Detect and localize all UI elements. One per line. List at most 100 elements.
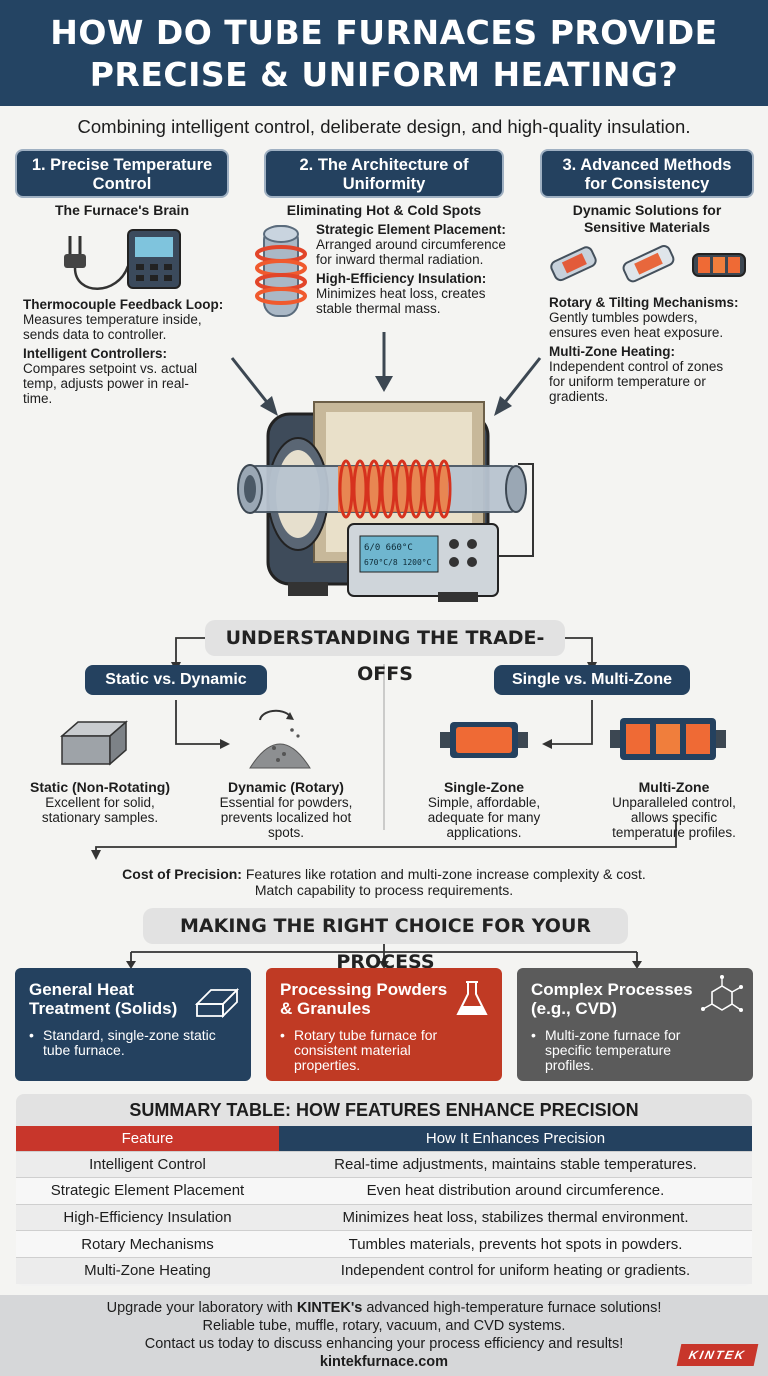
card-powders: Processing Powders & Granules Rotary tub… <box>266 968 502 1081</box>
column-2-title-line-1: 2. The Architecture of <box>299 156 469 174</box>
column-2-title: 2. The Architecture of Uniformity <box>264 149 504 198</box>
summary-title: SUMMARY TABLE: HOW FEATURES ENHANCE PREC… <box>16 1094 752 1126</box>
card-general-heat-title-2: Treatment (Solids) <box>29 999 178 1018</box>
flask-icon <box>456 981 488 1015</box>
option-dynamic-line-2: prevents localized hot <box>220 810 352 825</box>
controllers-text-2: temp, adjusts power in real- <box>23 376 189 391</box>
table-cell: Independent control for uniform heating … <box>279 1256 752 1284</box>
column-2-subtitle: Eliminating Hot & Cold Spots <box>286 202 482 218</box>
column-1-title-line-2: Control <box>92 175 152 193</box>
column-2-title-line-2: Uniformity <box>342 175 426 193</box>
summary-header-precision: How It Enhances Precision <box>279 1126 752 1151</box>
rotary-text-1: Gently tumbles powders, <box>549 310 698 325</box>
column-2-text: Strategic Element Placement: Arranged ar… <box>316 222 536 316</box>
option-single-zone-line-2: adequate for many <box>427 810 541 825</box>
option-single-zone: Single-Zone Simple, affordable, adequate… <box>394 779 574 840</box>
card-complex-title-1: Complex Processes <box>531 980 693 999</box>
pointer-arrows <box>230 332 542 416</box>
table-cell: Intelligent Control <box>16 1150 279 1178</box>
footer: Upgrade your laboratory with KINTEK's ad… <box>0 1295 768 1376</box>
controller-plug-icon <box>64 229 181 290</box>
card-general-heat-line-1: Standard, single-zone static <box>43 1027 216 1043</box>
footer-line-2: Reliable tube, muffle, rotary, vacuum, a… <box>202 1318 566 1334</box>
insulation-text-1: Minimizes heat loss, creates <box>316 286 486 301</box>
controllers-label: Intelligent Controllers: <box>23 346 168 361</box>
thermocouple-text-1: Measures temperature inside, <box>23 312 202 327</box>
molecule-icon <box>701 975 743 1012</box>
powder-pile-icon <box>249 709 311 769</box>
option-multi-zone-line-2: allows specific <box>630 810 718 825</box>
tradeoff-connectors <box>91 637 677 860</box>
option-multi-zone-line-1: Unparalleled control, <box>612 795 736 810</box>
option-single-zone-line-3: applications. <box>446 825 522 840</box>
summary-header-feature: Feature <box>16 1126 279 1151</box>
option-dynamic-line-3: spots. <box>267 825 305 840</box>
insulation-text-2: stable thermal mass. <box>316 301 441 316</box>
card-general-heat-title-1: General Heat <box>29 980 134 999</box>
table-cell: Minimizes heat loss, stabilizes thermal … <box>279 1203 752 1231</box>
option-static-line-2: stationary samples. <box>41 810 159 825</box>
controllers-text-1: Compares setpoint vs. actual <box>23 361 198 376</box>
option-multi-zone-title: Multi-Zone <box>638 779 710 795</box>
column-3-subtitle: Dynamic Solutions for Sensitive Material… <box>540 202 754 236</box>
option-single-zone-line-1: Simple, affordable, <box>427 795 541 810</box>
footer-line-1c: advanced high-temperature furnace soluti… <box>362 1300 662 1316</box>
single-vs-multizone-pill: Single vs. Multi-Zone <box>494 665 690 695</box>
column-3-title-line-1: 3. Advanced Methods <box>562 156 732 174</box>
table-cell: Strategic Element Placement <box>16 1177 279 1205</box>
choice-title: MAKING THE RIGHT CHOICE FOR YOUR PROCESS <box>143 908 628 973</box>
table-cell: Real-time adjustments, maintains stable … <box>279 1150 752 1178</box>
column-3-title: 3. Advanced Methods for Consistency <box>540 149 754 198</box>
card-general-heat: General Heat Treatment (Solids) Standard… <box>15 968 251 1081</box>
card-powders-line-2: consistent material <box>294 1042 411 1058</box>
footer-line-1a: Upgrade your laboratory with <box>106 1300 297 1316</box>
controllers-text-3: time. <box>23 391 53 406</box>
footer-brand: KINTEK's <box>296 1300 363 1316</box>
option-static-title: Static (Non-Rotating) <box>30 779 170 795</box>
choice-connectors <box>126 944 642 969</box>
tradeoffs-title: UNDERSTANDING THE TRADE-OFFS <box>205 620 565 685</box>
insulation-label: High-Efficiency Insulation: <box>316 271 487 286</box>
single-zone-icon <box>440 722 528 758</box>
multizone-text-2: for uniform temperature or <box>549 374 706 389</box>
solid-bar-icon <box>195 987 239 1018</box>
cost-text: Features like rotation and multi-zone in… <box>241 866 646 882</box>
rotary-tubes-icon <box>550 245 746 283</box>
footer-line-3: Contact us today to discuss enhancing yo… <box>144 1336 624 1352</box>
column-1-title-line-1: 1. Precise Temperature <box>31 156 213 174</box>
footer-website-link[interactable]: kintekfurnace.com <box>319 1354 449 1370</box>
element-placement-text-2: for inward thermal radiation. <box>316 252 484 267</box>
column-1-subtitle: The Furnace's Brain <box>54 202 190 218</box>
element-placement-label: Strategic Element Placement: <box>316 222 506 237</box>
cost-label: Cost of Precision: <box>122 866 242 882</box>
card-general-heat-line-2: tube furnace. <box>43 1042 125 1058</box>
page-header: HOW DO TUBE FURNACES PROVIDE PRECISE & U… <box>0 0 768 106</box>
card-powders-line-3: properties. <box>294 1057 361 1073</box>
table-cell: High-Efficiency Insulation <box>16 1203 279 1231</box>
card-powders-title-1: Processing Powders <box>280 980 448 999</box>
column-1-text: Thermocouple Feedback Loop: Measures tem… <box>23 297 243 406</box>
page-subtitle: Combining intelligent control, deliberat… <box>77 116 691 137</box>
option-multi-zone-line-3: temperature profiles. <box>612 825 736 840</box>
kintek-logo: KINTEK <box>676 1344 759 1366</box>
rotary-text-2: ensures even heat exposure. <box>549 325 724 340</box>
card-complex-line-3: profiles. <box>545 1057 595 1073</box>
option-multi-zone: Multi-Zone Unparalleled control, allows … <box>584 779 764 840</box>
summary-table: Feature How It Enhances Precision Intell… <box>16 1126 752 1284</box>
table-cell: Rotary Mechanisms <box>16 1230 279 1258</box>
card-complex-title-2: (e.g., CVD) <box>531 999 617 1018</box>
table-cell: Multi-Zone Heating <box>16 1256 279 1284</box>
page-title-line-1: HOW DO TUBE FURNACES PROVIDE <box>50 13 718 52</box>
multizone-label: Multi-Zone Heating: <box>549 344 675 359</box>
thermocouple-label: Thermocouple Feedback Loop: <box>23 297 224 312</box>
cost-of-precision-note: Cost of Precision: Features like rotatio… <box>0 866 768 898</box>
table-cell: Even heat distribution around circumfere… <box>279 1177 752 1205</box>
option-dynamic-title: Dynamic (Rotary) <box>228 779 344 795</box>
card-complex: Complex Processes (e.g., CVD) Multi-zone… <box>517 968 753 1081</box>
option-static-line-1: Excellent for solid, <box>45 795 155 810</box>
